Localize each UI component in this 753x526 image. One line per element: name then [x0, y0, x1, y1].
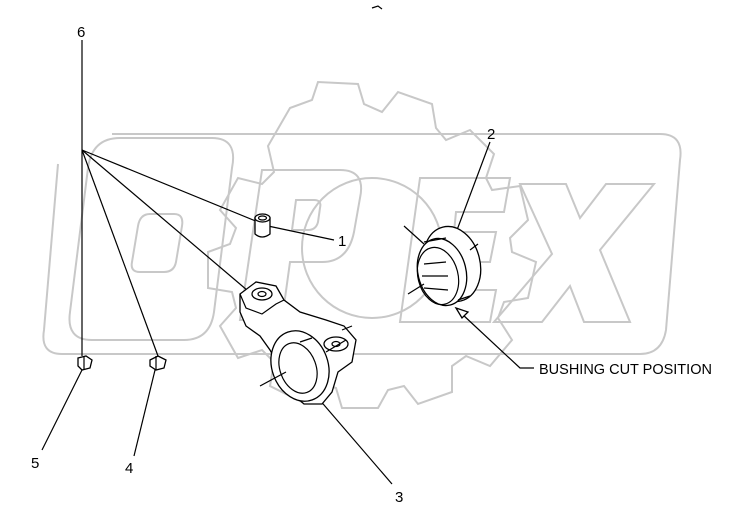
- bushing-cut-label: BUSHING CUT POSITION: [539, 362, 712, 378]
- part-fitting-5: [77, 355, 93, 371]
- callout-4: 4: [125, 460, 133, 477]
- callout-2: 2: [487, 126, 495, 143]
- part-connecting-rod: [239, 281, 357, 405]
- callout-3: 3: [395, 489, 403, 506]
- callout-6: 6: [77, 24, 85, 41]
- part-bushing-large: [403, 225, 482, 307]
- watermark-text: [42, 133, 682, 355]
- part-fitting-4: [149, 355, 167, 371]
- top-mark: [371, 5, 383, 10]
- callout-1: 1: [338, 233, 346, 250]
- leader-lines: [41, 40, 534, 485]
- callout-5: 5: [31, 455, 39, 472]
- part-bushing-small: [254, 213, 271, 238]
